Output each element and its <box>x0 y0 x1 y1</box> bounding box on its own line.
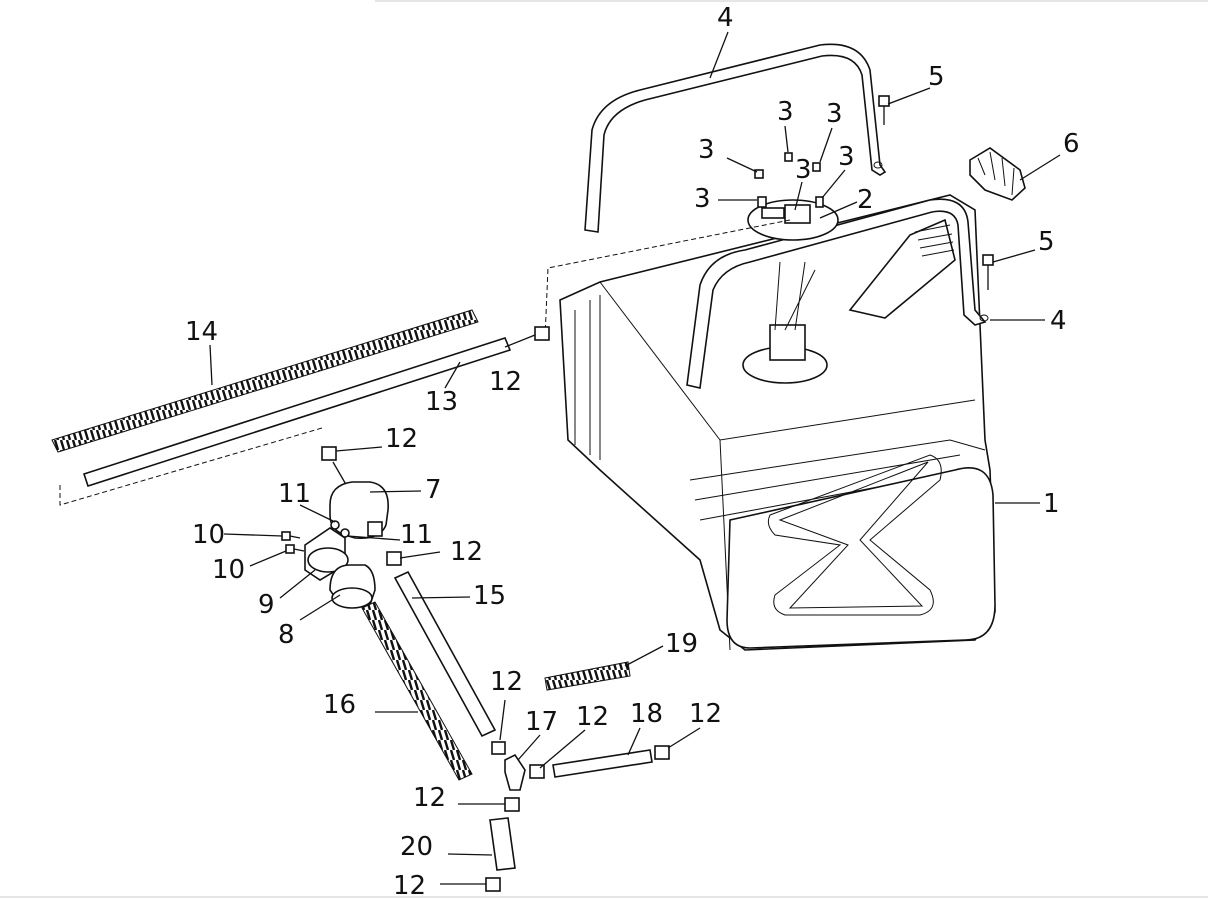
fuel-filter <box>329 461 389 540</box>
callout-12: 12 <box>576 702 609 732</box>
callout-17: 17 <box>525 707 558 737</box>
callout-5-top: 5 <box>928 62 945 92</box>
fuel-pipe-15 <box>393 570 497 738</box>
callout-12: 12 <box>450 537 483 567</box>
corrugated-hose-16 <box>361 601 473 781</box>
tee-connector <box>504 753 526 791</box>
callout-12: 12 <box>385 424 418 454</box>
breather-hose-corrugated <box>51 309 479 453</box>
callout-6: 6 <box>1063 129 1080 159</box>
callout-5-bottom: 5 <box>1038 227 1055 257</box>
fuel-pipe-20 <box>489 817 516 871</box>
tank-strap-top <box>584 43 887 233</box>
callout-12: 12 <box>489 367 522 397</box>
leader-lines <box>209 31 1061 885</box>
callout-10: 10 <box>212 555 245 585</box>
corrugated-hose-19 <box>544 661 631 691</box>
callout-10: 10 <box>192 520 225 550</box>
callout-12: 12 <box>413 783 446 813</box>
callout-12: 12 <box>490 667 523 697</box>
callout-18: 18 <box>630 699 663 729</box>
callout-11: 11 <box>278 479 311 509</box>
callout-16: 16 <box>323 690 356 720</box>
fuel-pipe-18 <box>552 749 653 778</box>
callout-3: 3 <box>826 99 843 129</box>
callout-14: 14 <box>185 317 218 347</box>
callout-3: 3 <box>694 184 711 214</box>
callout-8: 8 <box>278 620 295 650</box>
fuel-cap <box>969 147 1026 201</box>
callout-2: 2 <box>857 185 874 215</box>
callout-3: 3 <box>777 97 794 127</box>
callout-3: 3 <box>838 142 855 172</box>
callout-15: 15 <box>473 581 506 611</box>
callout-20: 20 <box>400 832 433 862</box>
pump-flange <box>747 199 839 241</box>
callout-13: 13 <box>425 387 458 417</box>
bracket-bolts <box>281 520 350 554</box>
callout-1: 1 <box>1043 489 1060 519</box>
filter-clamp <box>329 564 376 609</box>
callout-12: 12 <box>393 871 426 899</box>
callout-3: 3 <box>698 135 715 165</box>
callout-19: 19 <box>665 629 698 659</box>
bolts <box>754 152 824 208</box>
callout-9: 9 <box>258 590 275 620</box>
breather-pipe <box>82 337 512 488</box>
callout-11: 11 <box>400 520 433 550</box>
callout-12: 12 <box>689 699 722 729</box>
tank-strap-bottom <box>686 198 989 389</box>
callout-4-top: 4 <box>717 3 734 33</box>
fuel-tank <box>559 194 996 651</box>
callout-7: 7 <box>425 475 442 505</box>
callout-labels: 4 5 3 3 3 3 3 3 2 6 5 4 1 14 13 12 12 7 … <box>185 3 1080 899</box>
long-bolts <box>878 95 994 290</box>
callout-4-bottom: 4 <box>1050 306 1067 336</box>
callout-3: 3 <box>795 155 812 185</box>
